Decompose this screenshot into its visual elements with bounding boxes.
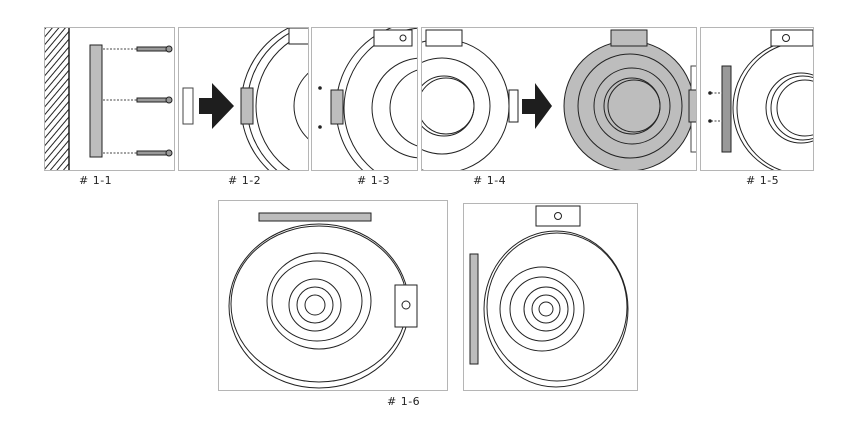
wall-bracket-screws-illustration	[45, 28, 173, 170]
step-label-1-6: # 1-6	[387, 395, 421, 408]
step-1-5-panel	[700, 27, 814, 171]
fan-with-bracket-illustration	[318, 28, 417, 170]
wall-mounted-fan-illustration	[469, 205, 629, 388]
secure-bracket-screws-illustration	[708, 29, 813, 170]
arrow-icon	[522, 83, 552, 129]
step-1-1-panel	[44, 27, 175, 171]
step-label-1-4: # 1-4	[473, 174, 507, 187]
arrow-icon	[199, 83, 234, 129]
attach-bracket-illustration	[182, 28, 308, 170]
step-1-4-panel	[421, 27, 697, 171]
mount-fan-on-wall-illustration	[422, 29, 696, 170]
step-1-2-panel	[178, 27, 309, 171]
step-label-1-5: # 1-5	[746, 174, 780, 187]
step-label-1-1: # 1-1	[79, 174, 113, 187]
step-1-6-wall-panel	[463, 203, 638, 391]
ceiling-mounted-fan-illustration	[228, 212, 418, 389]
step-label-1-2: # 1-2	[228, 174, 262, 187]
mounting-bracket	[89, 44, 103, 158]
step-1-3-panel	[311, 27, 418, 171]
screws	[136, 45, 173, 157]
wall	[45, 28, 69, 170]
step-label-1-3: # 1-3	[357, 174, 391, 187]
step-1-6-ceiling-panel	[218, 200, 448, 391]
